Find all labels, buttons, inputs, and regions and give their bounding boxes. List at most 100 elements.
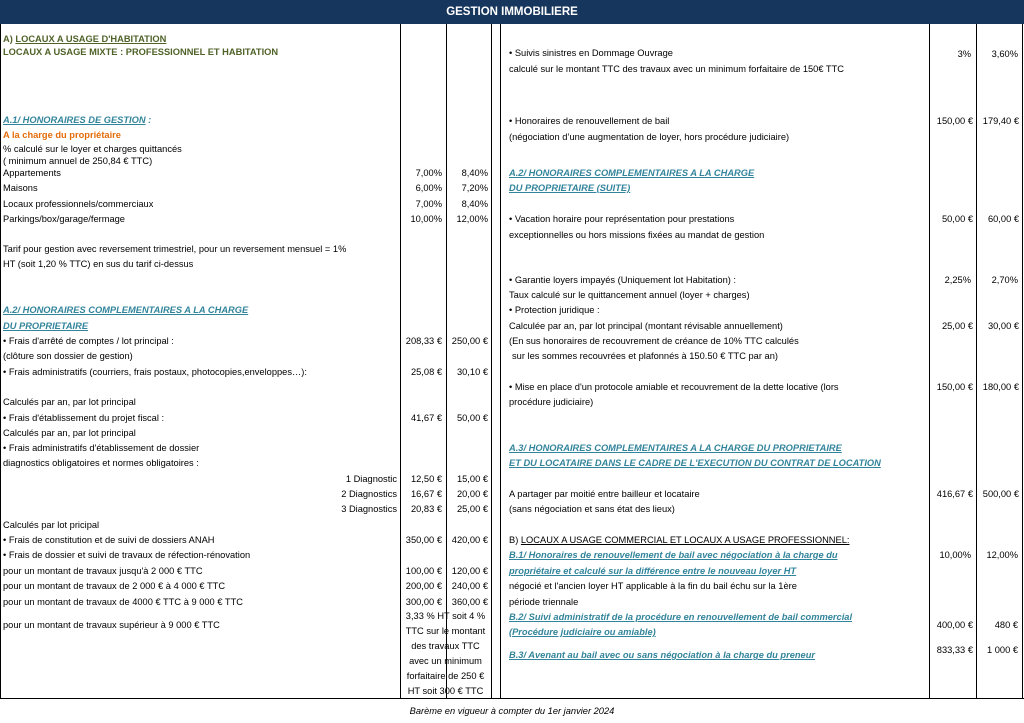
- a3-heading: ET DU LOCATAIRE DANS LE CADRE DE L'EXECU…: [509, 458, 881, 468]
- fee-ttc: 2,70%: [991, 275, 1018, 285]
- fee-ht: 350,00 €: [405, 535, 442, 545]
- b2-heading: (Procédure judiciaire ou amiable): [509, 627, 656, 637]
- fee-note: Calculés par an, par lot principal: [3, 428, 136, 438]
- fee-label: diagnostics obligatoires et normes oblig…: [3, 458, 199, 468]
- fee-label: • Frais administratifs (courriers, frais…: [3, 367, 307, 377]
- diagnostic-ttc: 25,00 €: [456, 504, 488, 514]
- fee-ht: 2,25%: [944, 275, 971, 285]
- travaux-sup-detail: forfaitaire de 250 €: [406, 671, 485, 681]
- fee-note: Calculés par lot pricipal: [3, 520, 100, 530]
- pct-line: % calculé sur le loyer et charges quitta…: [3, 144, 182, 154]
- travaux-ht: 300,00 €: [405, 597, 442, 607]
- tarif-note: Tarif pour gestion avec reversement trim…: [3, 244, 347, 254]
- a3-heading: A.3/ HONORAIRES COMPLEMENTAIRES A LA CHA…: [509, 443, 842, 453]
- a2-suite-heading: A.2/ HONORAIRES COMPLEMENTAIRES A LA CHA…: [509, 168, 755, 178]
- fee-ht: 50,00 €: [941, 214, 973, 224]
- table-frame: [0, 24, 1023, 699]
- fee-label: (négociation d’une augmentation de loyer…: [509, 132, 790, 142]
- fee-ht: 3%: [957, 49, 971, 59]
- travaux-label: pour un montant de travaux de 2 000 € à …: [3, 581, 226, 591]
- travaux-ttc: 360,00 €: [451, 597, 488, 607]
- fee-label: • Mise en place d'un protocole amiable e…: [509, 382, 839, 392]
- a2-heading: DU PROPRIETAIRE: [3, 321, 89, 331]
- footer-note: Barème en vigueur à compter du 1er janvi…: [409, 706, 615, 716]
- b2-heading: B.2/ Suivi administratif de la procédure…: [509, 612, 853, 622]
- travaux-ht: 100,00 €: [405, 566, 442, 576]
- fee-label: • Frais de dossier et suivi de travaux d…: [3, 550, 251, 560]
- fee-ht: 41,67 €: [410, 413, 442, 423]
- fee-label: calculé sur le montant TTC des travaux a…: [509, 64, 845, 74]
- rate-label: Locaux professionnels/commerciaux: [3, 199, 154, 209]
- footer-divider: [0, 698, 1024, 699]
- b1-heading: B.1/ Honoraires de renouvellement de bai…: [509, 550, 838, 560]
- fee-ttc: 250,00 €: [451, 336, 488, 346]
- diagnostic-label: 1 Diagnostic: [345, 474, 397, 484]
- fee-label: • Frais d'établissement du projet fiscal…: [3, 413, 165, 423]
- fee-note: Calculés par an, par lot principal: [3, 397, 136, 407]
- fee-ttc: 480 €: [994, 620, 1018, 630]
- rate-label: Parkings/box/garage/fermage: [3, 214, 125, 224]
- fee-label: • Suivis sinistres en Dommage Ouvrage: [509, 48, 673, 58]
- fee-ht: 208,33 €: [405, 336, 442, 346]
- fee-label: Taux calculé sur le quittancement annuel…: [509, 290, 750, 300]
- diagnostic-label: 2 Diagnostics: [341, 489, 397, 499]
- fee-ht: 416,67 €: [936, 489, 973, 499]
- travaux-label: pour un montant de travaux supérieur à 9…: [3, 620, 220, 630]
- fee-note: (clôture son dossier de gestion): [3, 351, 133, 361]
- fee-label: • Vacation horaire pour représentation p…: [509, 214, 735, 224]
- rate-label: Appartements: [3, 168, 61, 178]
- travaux-ttc: 240,00 €: [451, 581, 488, 591]
- travaux-sup-detail: HT soit 300 € TTC: [407, 686, 484, 696]
- rate-ttc: 8,40%: [461, 199, 488, 209]
- fee-ht: 10,00%: [939, 550, 971, 560]
- travaux-label: pour un montant de travaux jusqu'à 2 000…: [3, 566, 203, 576]
- charge-owner-label: A la charge du propriétaire: [3, 130, 121, 140]
- fee-ht: 25,00 €: [941, 321, 973, 331]
- fee-ttc: 420,00 €: [451, 535, 488, 545]
- column-divider: [500, 24, 501, 698]
- column-divider: [446, 24, 447, 698]
- fee-ttc: 1 000 €: [986, 645, 1018, 655]
- travaux-sup-detail: avec un minimum: [409, 656, 482, 666]
- fee-note: période triennale: [509, 597, 579, 607]
- fee-label: • Honoraires de renouvellement de bail: [509, 116, 670, 126]
- fee-ht: 25,08 €: [410, 367, 442, 377]
- diagnostic-label: 3 Diagnostics: [341, 504, 397, 514]
- min-line: ( minimum annuel de 250,84 € TTC): [3, 156, 153, 166]
- fee-label: • Protection juridique :: [509, 305, 600, 315]
- travaux-sup-detail: TTC sur le montant: [405, 626, 486, 636]
- fee-ht: 833,33 €: [936, 645, 973, 655]
- rate-ttc: 12,00%: [456, 214, 488, 224]
- fee-label: procédure judiciaire): [509, 397, 594, 407]
- fee-label: • Frais de constitution et de suivi de d…: [3, 535, 215, 545]
- fee-note: (En sus honoraires de recouvrement de cr…: [509, 336, 799, 346]
- fee-note: sur les sommes recouvrées et plafonnés à…: [512, 351, 778, 361]
- rate-ht: 7,00%: [415, 168, 442, 178]
- a1-heading: A.1/ HONORAIRES DE GESTION :: [3, 115, 152, 125]
- fee-ttc: 30,10 €: [456, 367, 488, 377]
- fee-note: négocié et l'ancien loyer HT applicable …: [509, 581, 797, 591]
- diagnostic-ht: 12,50 €: [410, 474, 442, 484]
- rate-ttc: 7,20%: [461, 183, 488, 193]
- fee-label: • Frais d'arrêté de comptes / lot princi…: [3, 336, 174, 346]
- fee-ht: 150,00 €: [936, 382, 973, 392]
- fee-ht: 150,00 €: [936, 116, 973, 126]
- travaux-ht: 200,00 €: [405, 581, 442, 591]
- fee-ht: 400,00 €: [936, 620, 973, 630]
- fee-note: (sans négociation et sans état des lieux…: [509, 504, 675, 514]
- travaux-label: pour un montant de travaux de 4000 € TTC…: [3, 597, 243, 607]
- section-a-heading: A) LOCAUX A USAGE D'HABITATION: [3, 34, 167, 44]
- column-divider: [976, 24, 977, 698]
- travaux-sup-detail: 3,33 % HT soit 4 %: [405, 611, 486, 621]
- diagnostic-ht: 20,83 €: [410, 504, 442, 514]
- b1-heading: propriétaire et calculé sur la différenc…: [509, 566, 797, 576]
- rate-label: Maisons: [3, 183, 38, 193]
- rate-ttc: 8,40%: [461, 168, 488, 178]
- a2-suite-heading: DU PROPRIETAIRE (SUITE): [509, 183, 631, 193]
- travaux-ttc: 120,00 €: [451, 566, 488, 576]
- fee-ttc: 179,40 €: [982, 116, 1019, 126]
- fee-label: A partager par moitié entre bailleur et …: [509, 489, 700, 499]
- rate-ht: 6,00%: [415, 183, 442, 193]
- fee-ttc: 60,00 €: [987, 214, 1019, 224]
